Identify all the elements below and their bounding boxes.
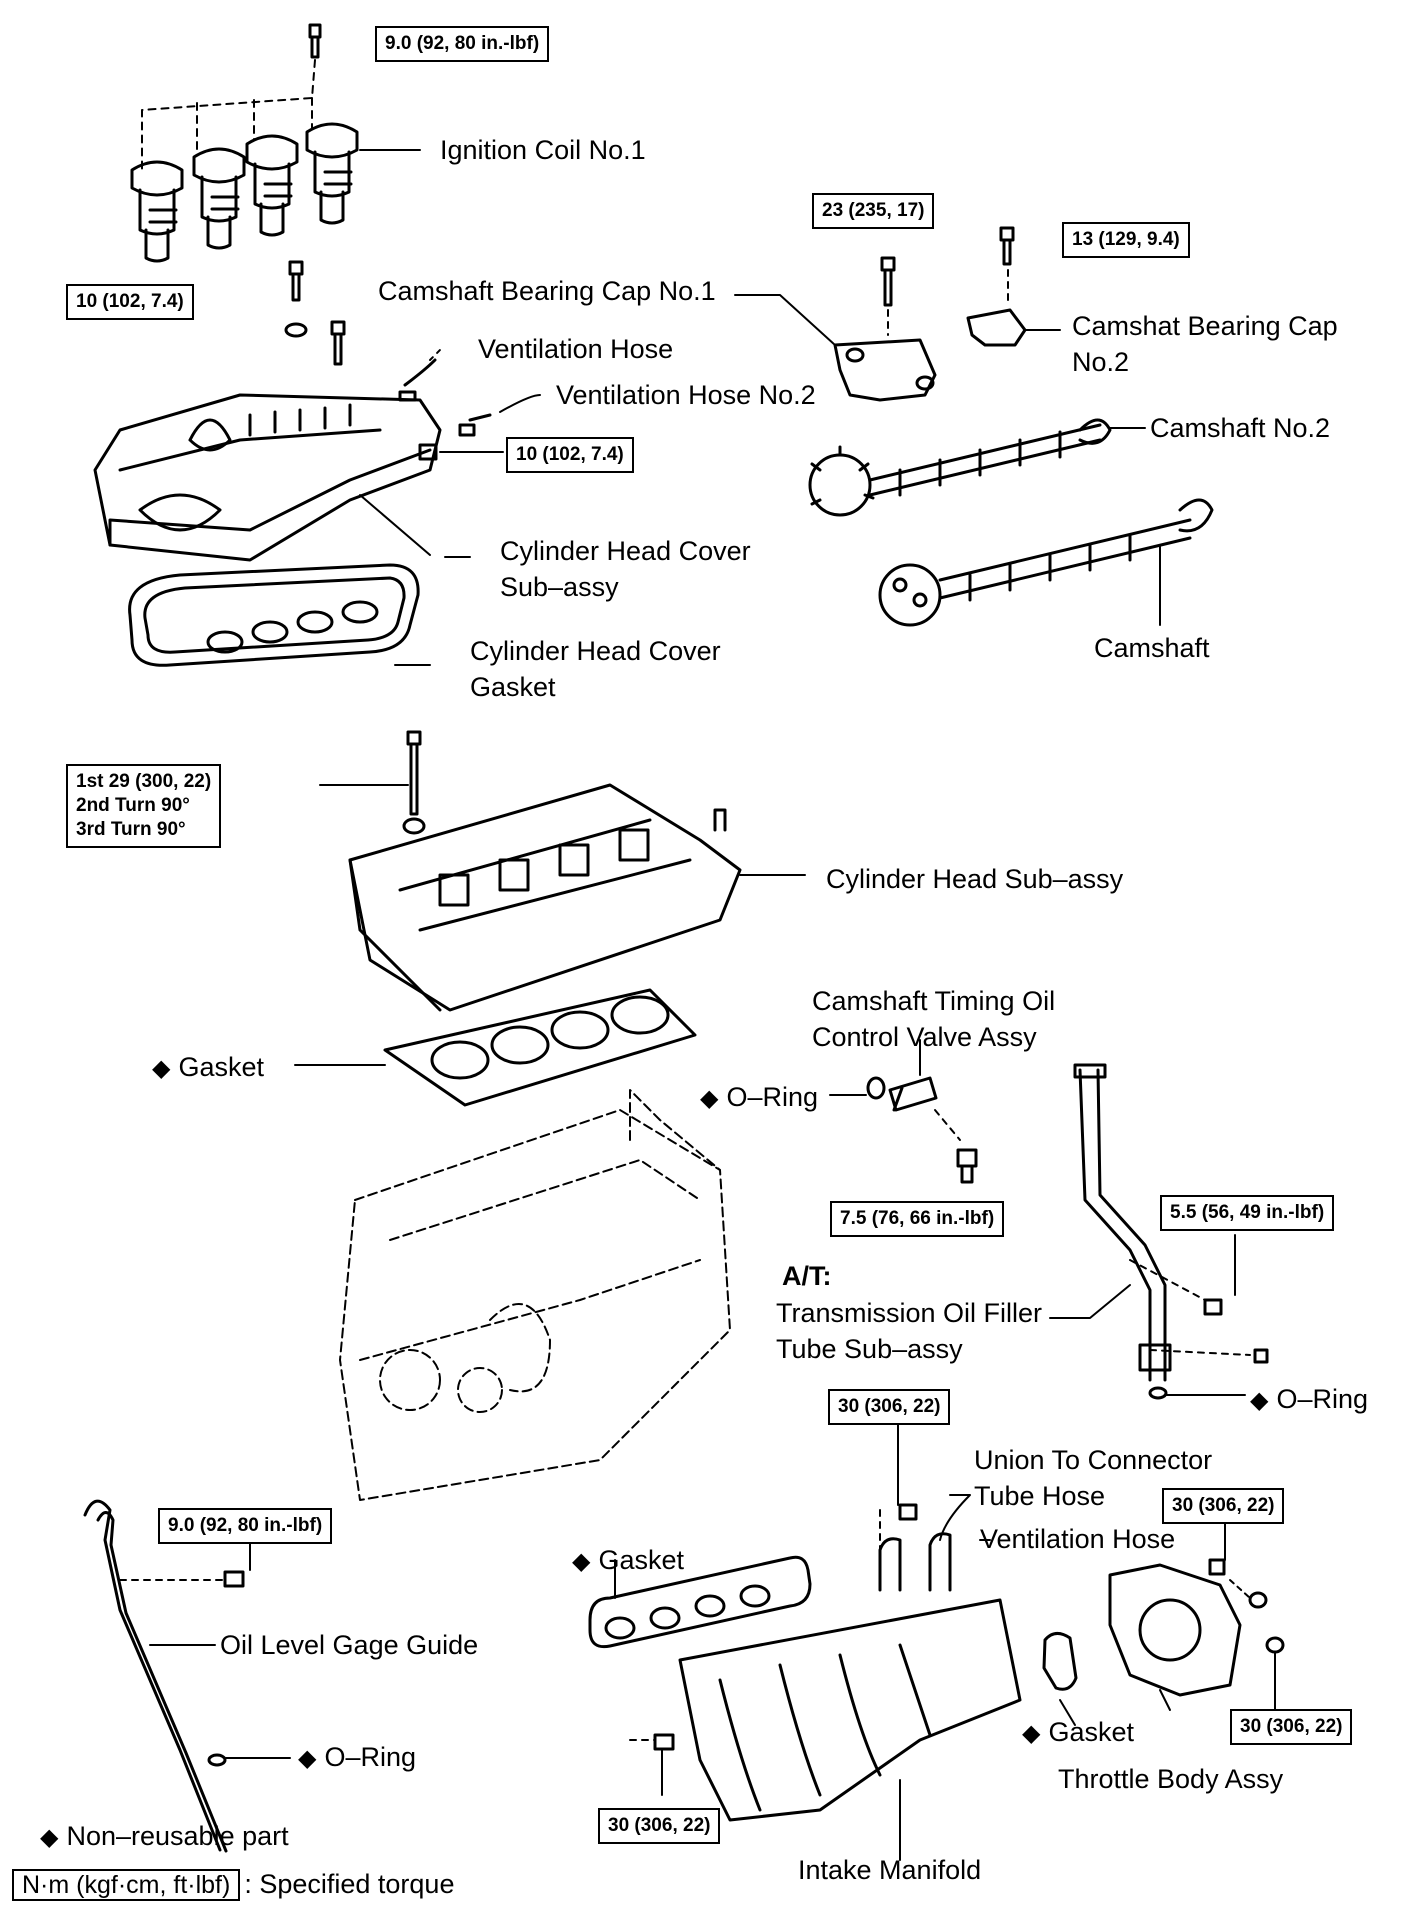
label-cam-cap2-line1: Camshat Bearing Cap [1072, 311, 1338, 341]
label-ocv-line2: Control Valve Assy [812, 1022, 1037, 1052]
torque-manifold-top: 30 (306, 22) [828, 1389, 951, 1425]
filler-tube-drawing [1073, 1063, 1269, 1400]
label-cam-cap1: Camshaft Bearing Cap No.1 [378, 276, 716, 306]
label-gage-oring: ◆ O–Ring [298, 1739, 416, 1777]
torque-throttle-lower: 30 (306, 22) [1230, 1709, 1353, 1745]
label-at-prefix: A/T: [782, 1261, 832, 1291]
label-cover-gasket-line2: Gasket [470, 672, 556, 702]
ignition-coil-drawing [130, 23, 359, 263]
torque-cam-cap2: 13 (129, 9.4) [1062, 222, 1190, 258]
torque-head-bolt: 1st 29 (300, 22) 2nd Turn 90° 3rd Turn 9… [66, 764, 222, 848]
bearing-cap2-drawing [966, 226, 1027, 347]
torque-ocv-bolt: 7.5 (76, 66 in.-lbf) [830, 1201, 1005, 1237]
torque-cover-bolt-left: 10 (102, 7.4) [66, 284, 194, 320]
label-vent-hose2: Ventilation Hose No.2 [556, 380, 816, 410]
label-head-gasket: ◆ Gasket [152, 1049, 264, 1087]
label-union-hose: Union To Connector Tube Hose [974, 1442, 1212, 1514]
label-vent-hose: Ventilation Hose [478, 334, 674, 364]
label-ocv-oring-text: O–Ring [726, 1082, 819, 1112]
label-camshaft: Camshaft [1094, 633, 1210, 663]
label-cam-cap2: Camshat Bearing Cap No.2 [1072, 308, 1338, 380]
head-bolt-drawing [402, 730, 426, 835]
label-gage-guide: Oil Level Gage Guide [220, 1630, 479, 1660]
torque-filler-tube-bolt: 5.5 (56, 49 in.-lbf) [1160, 1195, 1335, 1231]
ventilation-hose-drawing [398, 358, 492, 437]
label-head-gasket-text: Gasket [178, 1052, 265, 1082]
throttle-body-drawing [1108, 1558, 1285, 1697]
label-head-cover: Cylinder Head Cover Sub–assy [500, 533, 751, 605]
nonreusable-marker: ◆ [572, 1548, 591, 1575]
label-intake-manifold: Intake Manifold [798, 1855, 982, 1885]
torque-cover-nut-right: 10 (102, 7.4) [506, 437, 634, 473]
head-gasket-drawing [383, 988, 697, 1107]
legend-nonreusable: ◆ Non–reusable part [40, 1818, 289, 1856]
label-filler-oring: ◆ O–Ring [1250, 1381, 1368, 1419]
legend-torque-units: N·m (kgf·cm, ft·lbf) [12, 1869, 241, 1901]
label-ocv-line1: Camshaft Timing Oil [812, 986, 1056, 1016]
label-manifold-gasket: ◆ Gasket [572, 1542, 684, 1580]
head-bolt-step-2: 2nd Turn 90° [76, 795, 190, 816]
legend-torque-text: : Specified torque [244, 1869, 455, 1899]
nonreusable-marker: ◆ [1022, 1720, 1041, 1747]
label-filler-tube-line1: Transmission Oil Filler [776, 1298, 1043, 1328]
legend-nonreusable-text: Non–reusable part [66, 1821, 289, 1851]
camshaft-no2-drawing [808, 418, 1112, 517]
label-head-cover-line1: Cylinder Head Cover [500, 536, 751, 566]
label-throttle-body: Throttle Body Assy [1058, 1764, 1284, 1794]
nonreusable-marker: ◆ [40, 1824, 59, 1851]
torque-coil-bolt: 9.0 (92, 80 in.-lbf) [375, 26, 550, 62]
ocv-drawing [866, 1076, 978, 1184]
head-bolt-step-1: 1st 29 (300, 22) [76, 771, 212, 792]
label-filler-oring-text: O–Ring [1276, 1384, 1369, 1414]
nonreusable-marker: ◆ [152, 1055, 171, 1082]
bearing-cap1-drawing [833, 256, 937, 402]
torque-gage-guide-bolt: 9.0 (92, 80 in.-lbf) [158, 1508, 333, 1544]
label-gage-oring-text: O–Ring [324, 1742, 417, 1772]
label-head-cover-line2: Sub–assy [500, 572, 619, 602]
label-filler-tube: Transmission Oil Filler Tube Sub–assy [776, 1295, 1042, 1367]
engine-block-drawing [339, 1089, 731, 1501]
nonreusable-marker: ◆ [298, 1745, 317, 1772]
nonreusable-marker: ◆ [1250, 1387, 1269, 1414]
head-bolt-step-3: 3rd Turn 90° [76, 819, 186, 840]
label-ocv: Camshaft Timing Oil Control Valve Assy [812, 983, 1055, 1055]
label-ocv-oring: ◆ O–Ring [700, 1079, 818, 1117]
nonreusable-marker: ◆ [700, 1085, 719, 1112]
torque-manifold-bottom: 30 (306, 22) [598, 1808, 721, 1844]
label-union-hose-line1: Union To Connector [974, 1445, 1213, 1475]
label-cover-gasket: Cylinder Head Cover Gasket [470, 633, 721, 705]
throttle-gasket-drawing [1042, 1632, 1078, 1691]
label-throttle-gasket-text: Gasket [1048, 1717, 1135, 1747]
label-camshaft2: Camshaft No.2 [1150, 413, 1331, 443]
cylinder-head-drawing [348, 783, 742, 1012]
legend-torque: N·m (kgf·cm, ft·lbf): Specified torque [12, 1866, 454, 1903]
cover-bolt-drawing [284, 260, 346, 366]
label-cover-gasket-line1: Cylinder Head Cover [470, 636, 721, 666]
label-throttle-gasket: ◆ Gasket [1022, 1714, 1134, 1752]
label-manifold-gasket-text: Gasket [598, 1545, 685, 1575]
torque-cam-cap1: 23 (235, 17) [812, 193, 935, 229]
label-cylinder-head: Cylinder Head Sub–assy [826, 864, 1124, 894]
cover-gasket-drawing [128, 563, 420, 667]
label-cam-cap2-line2: No.2 [1072, 347, 1130, 377]
manifold-gasket-drawing [588, 1555, 812, 1649]
intake-manifold-drawing [653, 1503, 1022, 1822]
gage-guide-drawing [83, 1499, 245, 1853]
label-ignition-coil: Ignition Coil No.1 [440, 135, 646, 165]
label-filler-tube-line2: Tube Sub–assy [776, 1334, 963, 1364]
label-vent-hose-lower: Ventilation Hose [980, 1524, 1176, 1554]
label-union-hose-line2: Tube Hose [974, 1481, 1106, 1511]
head-cover-drawing [93, 393, 442, 562]
torque-throttle-upper: 30 (306, 22) [1162, 1488, 1285, 1524]
camshaft-drawing [878, 498, 1214, 627]
